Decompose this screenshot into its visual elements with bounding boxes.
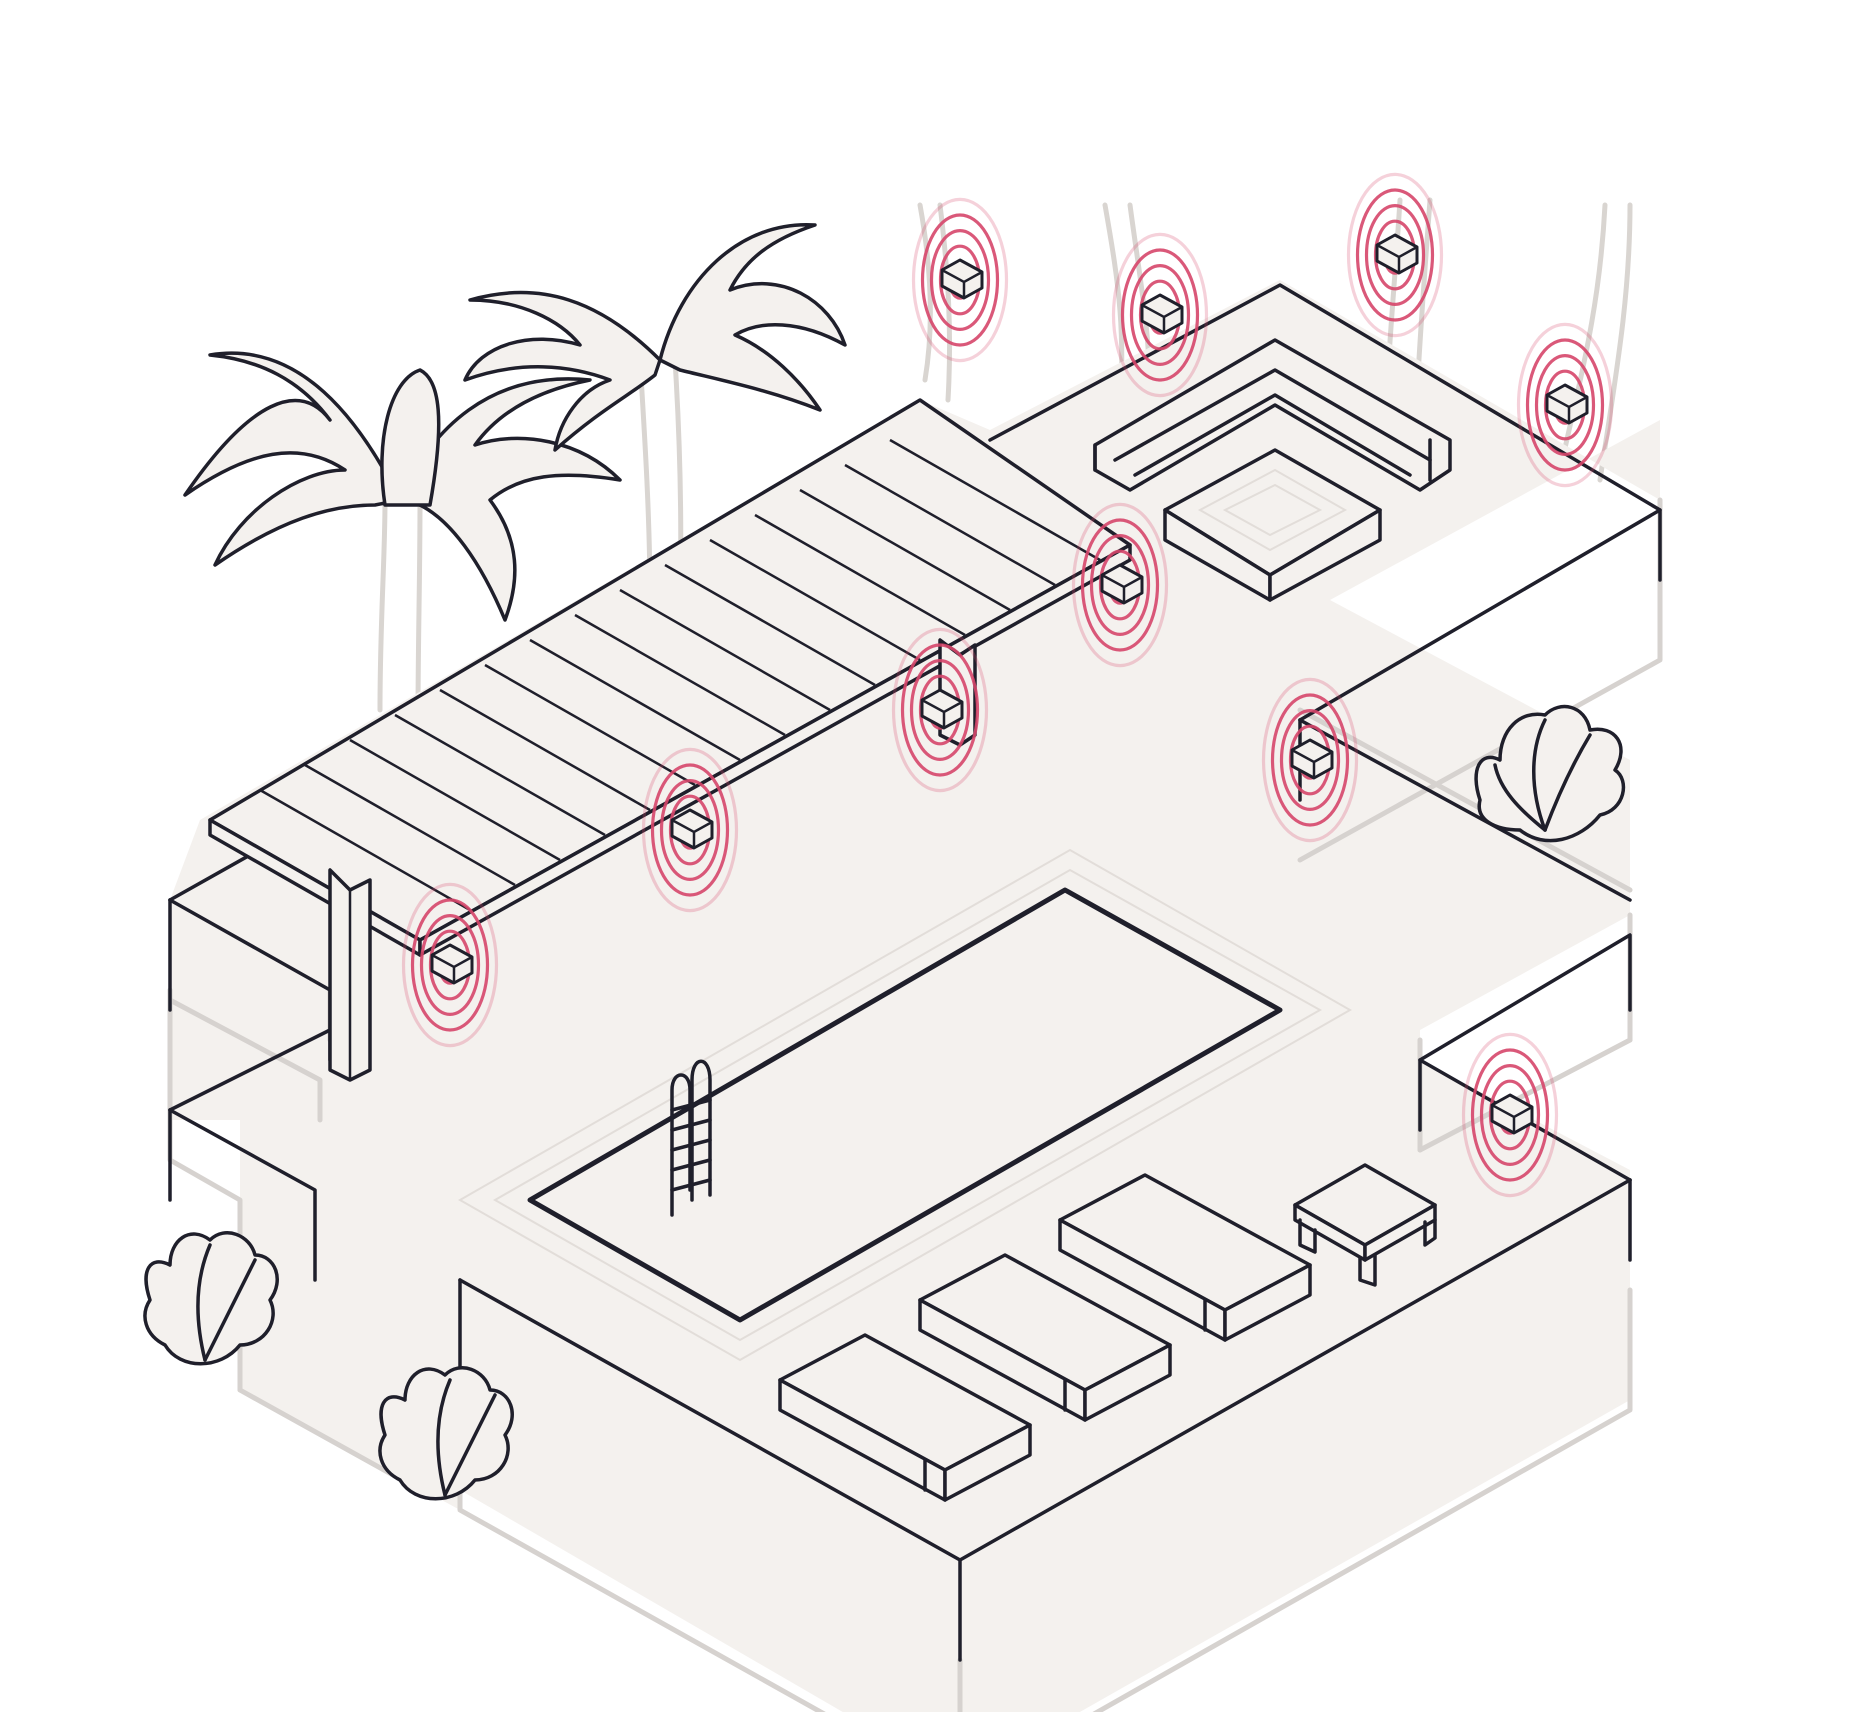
sound-wave-icon [1479,1063,1541,1166]
sound-wave-icon [659,778,721,881]
sound-wave-icon [419,913,481,1016]
sound-wave-icon [1534,354,1596,457]
speaker-with-waves [891,627,989,793]
sound-wave-icon [1516,322,1614,488]
sound-wave-icon [410,898,490,1032]
sound-wave-icon [1111,232,1209,398]
sound-wave-icon [1279,708,1341,811]
sound-wave-icon [909,658,971,761]
sound-wave-icon [891,627,989,793]
wall-mounted-speaker-icon [1545,383,1589,425]
sound-wave-icon [1525,338,1605,472]
agave-plant-icon [143,1231,279,1366]
sound-wave-icon [641,747,739,913]
wall-mounted-speaker-icon [670,808,714,850]
sound-wave-icon [1071,502,1169,668]
agave-plant-icon [378,1366,514,1501]
agave-plant-icon [1474,704,1626,843]
speaker-group [401,172,1614,1198]
sound-wave-icon [650,763,730,897]
sun-lounger [778,1333,1032,1502]
speaker-with-waves [1346,172,1444,338]
speaker-edge [921,698,963,728]
pool-tile-border [457,848,1353,1362]
palm-tree-icon [183,351,622,723]
sun-lounger [918,1253,1172,1422]
outdoor-sofa [1093,338,1452,492]
speaker-with-waves [1071,502,1169,668]
speaker-edge [941,268,983,298]
wall-mounted-speaker-icon [430,943,474,985]
side-table [1293,1163,1437,1287]
speaker-with-waves [1261,677,1359,843]
fire-pit [1163,448,1382,602]
sound-wave-icon [1270,693,1350,827]
pool-ladder-icon [670,1059,712,1217]
speaker-edge [671,818,713,848]
sound-wave-icon [1355,188,1435,322]
speaker-edge [431,953,473,983]
speaker-edge [1376,243,1418,273]
speaker-edge [1291,748,1333,778]
wall-mounted-speaker-icon [1100,563,1144,605]
wall-mounted-speaker-icon [920,688,964,730]
wall-mounted-speaker-icon [1375,233,1419,275]
wall-mounted-speaker-icon [1290,738,1334,780]
sound-wave-icon [1364,204,1426,307]
speaker-with-waves [1111,232,1209,398]
sound-wave-icon [929,229,991,332]
wall-mounted-speaker-icon [1140,293,1184,335]
sound-wave-icon [920,213,1000,347]
sound-wave-icon [900,643,980,777]
sound-wave-icon [911,197,1009,363]
swimming-pool [527,887,1283,1323]
sound-wave-icon [1470,1048,1550,1182]
sound-wave-icon [1261,677,1359,843]
speaker-edge [1101,573,1143,603]
sound-wave-icon [1080,518,1160,652]
sound-wave-icon [1089,533,1151,636]
speaker-edge [1141,303,1183,333]
speaker-with-waves [641,747,739,913]
sound-wave-icon [1129,264,1191,367]
sound-wave-icon [1120,248,1200,382]
sound-wave-icon [1461,1032,1559,1198]
sound-wave-icon [1346,172,1444,338]
speaker-edge [1491,1103,1533,1133]
speaker-edge [1546,393,1588,423]
wall-mounted-speaker-icon [940,258,984,300]
sun-lounger [1058,1173,1312,1342]
wall-mounted-speaker-icon [1490,1093,1534,1135]
speaker-with-waves [1461,1032,1559,1198]
speaker-with-waves [401,882,499,1048]
speaker-with-waves [911,197,1009,363]
speaker-with-waves [1516,322,1614,488]
sound-wave-icon [401,882,499,1048]
